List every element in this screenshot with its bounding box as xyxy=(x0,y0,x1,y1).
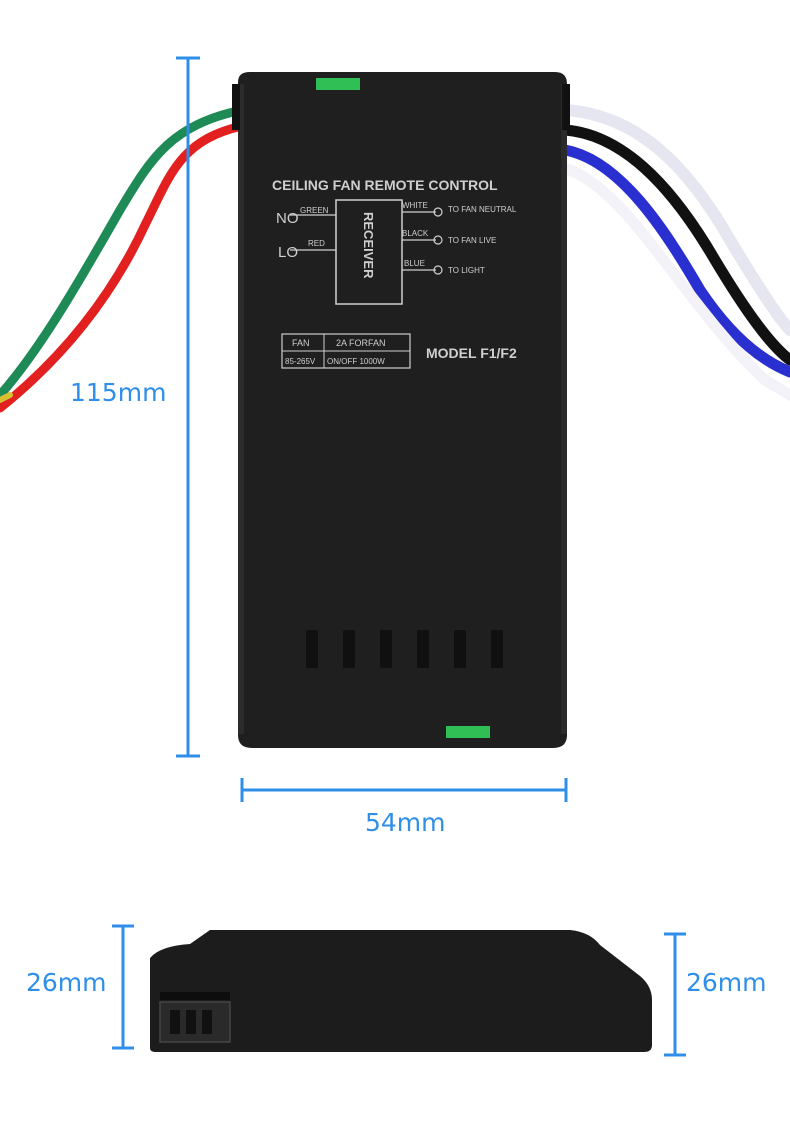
terminal-black-target: TO FAN LIVE xyxy=(448,236,496,245)
receiver-body: CEILING FAN REMOTE CONTROL RECEIVER NO G… xyxy=(232,72,570,748)
terminal-lo: LO xyxy=(278,244,298,261)
dimension-lines xyxy=(112,56,686,1057)
terminal-black-wire: BLACK xyxy=(402,229,429,238)
terminal-no-wire: GREEN xyxy=(300,206,329,215)
terminal-no: NO xyxy=(276,210,299,227)
terminal-lo-wire: RED xyxy=(308,239,325,248)
spec-fan-rating: 2A FORFAN xyxy=(336,338,386,348)
depth-label-left: 26mm xyxy=(26,968,107,997)
depth-label-right: 26mm xyxy=(686,968,767,997)
device-title: CEILING FAN REMOTE CONTROL xyxy=(272,177,498,193)
terminal-blue-target: TO LIGHT xyxy=(448,266,485,275)
wire-blue-right xyxy=(559,144,790,378)
terminal-white-wire: WHITE xyxy=(402,201,428,210)
wire-black-right xyxy=(559,124,790,366)
model-label: MODEL F1/F2 xyxy=(426,345,517,361)
clip-top xyxy=(316,78,360,90)
vent-slots xyxy=(306,630,503,668)
left-wires xyxy=(0,105,247,413)
clip-bottom xyxy=(446,726,490,738)
wire-green-left xyxy=(0,105,247,400)
terminal-white-target: TO FAN NEUTRAL xyxy=(448,205,517,214)
spec-power: ON/OFF 1000W xyxy=(327,357,385,366)
right-wires xyxy=(559,104,790,401)
spec-voltage: 85-265V xyxy=(285,357,316,366)
terminal-blue-wire: BLUE xyxy=(404,259,425,268)
wire-white-right xyxy=(559,104,790,336)
height-label: 115mm xyxy=(70,378,167,407)
receiver-side-view xyxy=(150,930,652,1052)
width-label: 54mm xyxy=(365,808,446,837)
spec-fan: FAN xyxy=(292,338,310,348)
wire-red-left xyxy=(0,121,247,413)
receiver-label: RECEIVER xyxy=(361,212,376,279)
